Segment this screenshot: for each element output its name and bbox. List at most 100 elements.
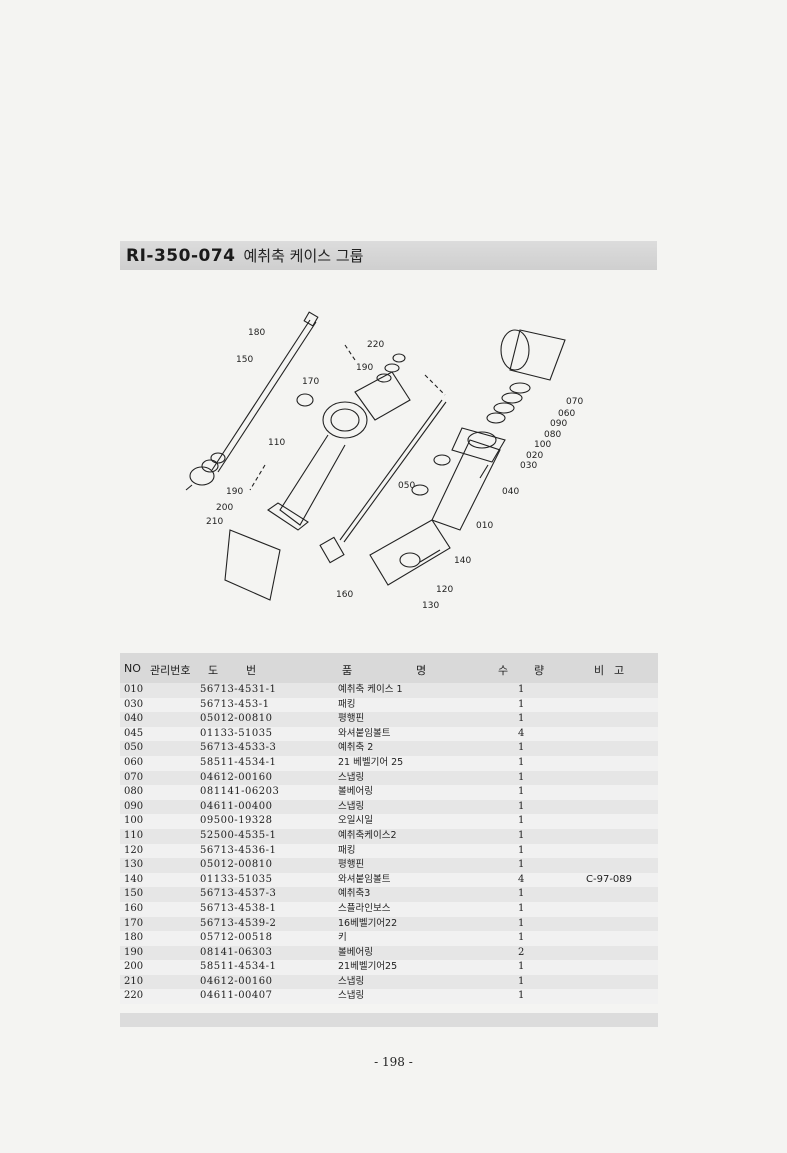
section-title-bar: RI-350-074 예취축 케이스 그룹 xyxy=(120,241,657,270)
callout-210: 210 xyxy=(206,517,223,527)
drawing-number: 05712-00518 xyxy=(200,932,273,944)
bevel-gear-200 xyxy=(189,466,215,486)
case-110-flange xyxy=(354,371,411,421)
quantity: 1 xyxy=(518,815,525,827)
part-no: 200 xyxy=(124,961,144,973)
part-no: 030 xyxy=(124,698,144,710)
drawing-number: 56713-453-1 xyxy=(200,698,270,710)
header-no: NO xyxy=(124,662,141,675)
drawing-number: 58511-4534-1 xyxy=(200,756,277,768)
parts-table-header: NO 관리번호 도 번 품 명 수 량 비 고 xyxy=(120,653,658,683)
part-name: 스플라인보스 xyxy=(338,902,391,914)
callout-190: 190 xyxy=(226,487,243,497)
table-footer-bar xyxy=(120,1013,658,1028)
drawing-number: 04612-00160 xyxy=(200,975,273,987)
callout-080: 080 xyxy=(544,430,561,440)
section-name: 예취축 케이스 그룹 xyxy=(243,247,364,265)
quantity: 1 xyxy=(518,786,525,798)
spline-boss-160 xyxy=(319,536,345,564)
drawing-number: 56713-4536-1 xyxy=(200,844,277,856)
quantity: 1 xyxy=(518,990,525,1002)
drawing-number: 01133-51035 xyxy=(200,727,273,739)
quantity: 1 xyxy=(518,698,525,710)
callout-030: 030 xyxy=(520,461,537,471)
table-row: 200 58511-4534-1 21베벨기어25 1 xyxy=(120,960,658,975)
part-no: 150 xyxy=(124,888,144,900)
part-no: 070 xyxy=(124,771,144,783)
drawing-number: 58511-4534-1 xyxy=(200,961,277,973)
table-row: 030 56713-453-1 패킹 1 xyxy=(120,697,658,713)
callout-010: 010 xyxy=(476,521,493,531)
part-name: 예취축3 xyxy=(338,888,371,900)
quantity: 1 xyxy=(518,829,525,841)
callout-120: 120 xyxy=(436,585,453,595)
drawing-number: 09500-19328 xyxy=(200,815,273,827)
part-name: 예취축 2 xyxy=(338,742,374,754)
exploded-parts-diagram: 180 150 170 110 190 200 210 220 190 050 … xyxy=(170,300,610,630)
callout-040: 040 xyxy=(502,487,519,497)
quantity: 1 xyxy=(518,713,525,725)
gear-170 xyxy=(296,393,314,407)
part-no: 110 xyxy=(124,829,144,841)
callout-050: 050 xyxy=(398,481,415,491)
part-no: 100 xyxy=(124,815,144,827)
drawing-number: 56713-4538-1 xyxy=(200,902,277,914)
part-no: 120 xyxy=(124,844,144,856)
header-qty-1: 수 xyxy=(498,664,509,677)
diagram-drawing: 180 150 170 110 190 200 210 220 190 050 … xyxy=(185,311,583,611)
part-no: 060 xyxy=(124,756,144,768)
callout-140: 140 xyxy=(454,556,471,566)
part-no: 050 xyxy=(124,742,144,754)
drawing-number: 05012-00810 xyxy=(200,859,273,871)
quantity: 1 xyxy=(518,684,525,695)
quantity: 1 xyxy=(518,888,525,900)
shaft-150 xyxy=(211,319,311,471)
header-mgmt: 관리번호 xyxy=(150,664,191,677)
quantity: 1 xyxy=(518,975,525,987)
part-name: 예취축 케이스 1 xyxy=(338,684,403,695)
header-dwg-1: 도 xyxy=(208,664,219,677)
quantity: 1 xyxy=(518,844,525,856)
remark: C-97-089 xyxy=(586,873,633,885)
part-name: 볼베어링 xyxy=(338,786,373,798)
part-no: 180 xyxy=(124,932,144,944)
part-name: 볼베어링 xyxy=(338,946,373,958)
quantity: 1 xyxy=(518,859,525,871)
callout-220: 220 xyxy=(367,340,384,350)
part-name: 스냅링 xyxy=(338,800,365,812)
header-name-2: 명 xyxy=(416,664,427,677)
part-no: 010 xyxy=(124,684,144,695)
header-dwg-2: 번 xyxy=(246,664,257,677)
part-no: 170 xyxy=(124,917,144,929)
quantity: 1 xyxy=(518,932,525,944)
part-name: 21베벨기어25 xyxy=(338,961,398,973)
part-no: 090 xyxy=(124,800,144,812)
part-no: 140 xyxy=(124,873,144,885)
quantity: 1 xyxy=(518,917,525,929)
callout-100: 100 xyxy=(534,440,551,450)
part-name: 16베벨기어22 xyxy=(338,917,398,929)
header-qty-2: 량 xyxy=(534,664,545,677)
part-no: 190 xyxy=(124,946,144,958)
callout-020: 020 xyxy=(526,451,543,461)
callout-190-top: 190 xyxy=(356,363,373,373)
part-name: 패킹 xyxy=(338,698,356,710)
quantity: 1 xyxy=(518,961,525,973)
